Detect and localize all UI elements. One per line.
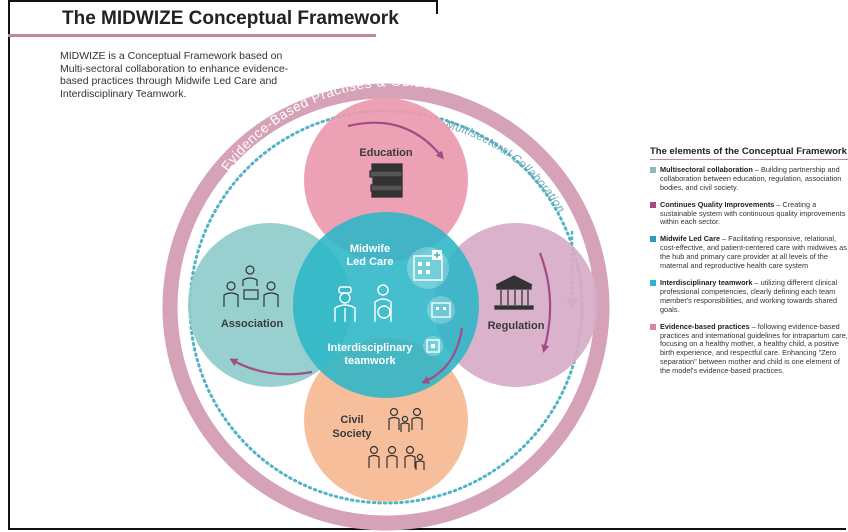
association-arrow	[229, 358, 313, 376]
element-item-multisectoral: Multisectoral collaboration – Building p…	[650, 164, 848, 193]
midwife-led-care-label-line2: Led Care	[346, 256, 393, 268]
community-icon	[368, 445, 425, 470]
element-label: Continues Quality Improvements	[660, 199, 775, 209]
hospital-icon	[407, 247, 449, 289]
element-label: Evidence-based practices	[660, 321, 750, 331]
top-border-tick	[436, 0, 438, 14]
books-icon	[369, 163, 403, 198]
element-item-interdisciplinary: Interdisciplinary teamwork – utilizing d…	[650, 277, 848, 315]
civil-society-label-line2: Society	[332, 428, 372, 440]
element-color-swatch	[650, 166, 656, 173]
element-color-swatch	[650, 236, 656, 243]
page-frame	[8, 0, 846, 530]
interdisciplinary-label-line2: teamwork	[344, 355, 396, 367]
government-building-icon	[494, 275, 534, 310]
pregnant-woman-icon	[374, 284, 392, 322]
element-color-swatch	[650, 323, 656, 330]
element-label: Multisectoral collaboration	[660, 164, 753, 174]
top-border	[8, 0, 438, 2]
element-label: Interdisciplinary teamwork	[660, 277, 753, 287]
intro-text: MIDWIZE is a Conceptual Framework based …	[60, 50, 289, 100]
element-text: – Creating a sustainable system with con…	[660, 199, 846, 227]
element-text: – Facilitating responsive, relational, c…	[660, 234, 847, 271]
health-post-icon	[423, 336, 443, 356]
center-arrow	[421, 327, 464, 384]
meeting-people-icon	[223, 265, 279, 307]
element-item-midwife-led-care: Midwife Led Care – Facilitating responsi…	[650, 234, 848, 271]
regulation-circle	[434, 223, 598, 387]
element-text: – utilizing different clinical professio…	[660, 277, 838, 314]
element-text: – Building partnership and collaboration…	[660, 164, 842, 192]
regulation-arrow	[538, 252, 552, 353]
civil-society-label-line1: Civil	[340, 414, 363, 426]
title-underline	[8, 34, 376, 37]
element-text: – following evidence-based practices and…	[660, 321, 848, 376]
element-item-quality: Continues Quality Improvements – Creatin…	[650, 199, 848, 228]
education-arrow	[347, 121, 444, 160]
regulation-label: Regulation	[488, 320, 545, 332]
midwife-icon	[334, 286, 356, 322]
element-color-swatch	[650, 279, 656, 286]
outer-ring	[162, 83, 610, 531]
element-label: Midwife Led Care	[660, 234, 721, 244]
association-label: Association	[221, 318, 284, 330]
elements-heading: The elements of the Conceptual Framework	[650, 147, 848, 160]
interdisciplinary-label-line1: Interdisciplinary	[328, 342, 414, 354]
clinic-icon	[427, 296, 455, 324]
elements-panel: The elements of the Conceptual Framework…	[650, 147, 848, 384]
family-icon	[388, 407, 423, 432]
element-color-swatch	[650, 201, 656, 208]
element-item-evidence-based: Evidence-based practices – following evi…	[650, 321, 848, 376]
page-title: The MIDWIZE Conceptual Framework	[62, 8, 399, 29]
education-label: Education	[359, 147, 412, 159]
midwife-led-care-label-line1: Midwife	[350, 243, 390, 255]
